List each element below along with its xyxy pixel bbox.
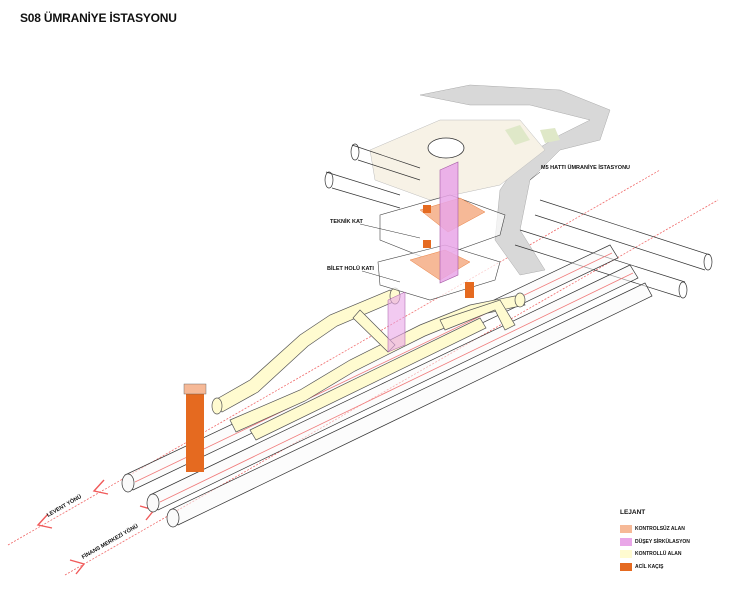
label-leaders [359,171,541,283]
legend-swatch [620,562,632,571]
vertical-circulation-lower [387,291,406,353]
vertical-circulation-shaft [439,161,459,284]
rail-lines [134,252,634,503]
legend-swatch [620,537,632,546]
legend-title: LEJANT [620,509,646,516]
legend-item-controlled: KONTROLLÜ ALAN [620,548,690,561]
emergency-shaft-top [183,383,207,395]
emergency-exits [186,205,474,472]
legend-item-emergency-exit: ACİL KAÇIŞ [620,561,690,574]
m5-tunnels [324,143,713,299]
legend-label: ACİL KAÇIŞ [635,563,664,570]
label-levent-direction: LEVENT YÖNÜ [46,493,83,519]
legend-swatch [620,550,632,559]
controlled-area-passages [211,287,526,441]
label-m5-station: M5 HATTI ÜMRANİYE İSTASYONU [541,164,630,171]
surface-plaza [369,119,546,201]
label-finans-direction: FİNANS MERKEZİ YÖNÜ [81,523,140,561]
page-title: S08 ÜMRANİYE İSTASYONU [20,11,177,25]
legend-swatch [620,525,632,534]
skylight-dome [427,137,465,159]
legend: LEJANT KONTROLSÜZ ALAN DÜŞEY SİRKÜLASYON… [620,509,690,573]
legend-item-vertical-circulation: DÜŞEY SİRKÜLASYON [620,536,690,549]
legend-label: KONTROLSÜZ ALAN [635,526,685,533]
green-areas [505,125,560,145]
label-teknik-kat: TEKNİK KAT [330,218,364,225]
m5-station-plan [419,84,611,276]
legend-item-uncontrolled: KONTROLSÜZ ALAN [620,523,690,536]
legend-label: KONTROLLÜ ALAN [635,551,682,558]
legend-label: DÜŞEY SİRKÜLASYON [635,538,690,545]
label-bilet-holu: BİLET HOLÜ KATI [327,265,374,272]
